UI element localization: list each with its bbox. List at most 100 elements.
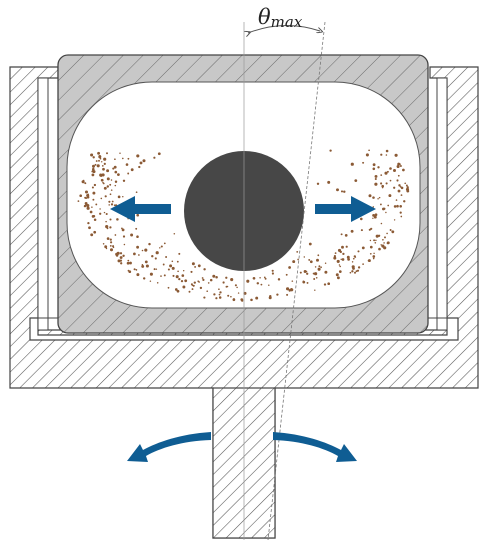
particle [264,277,267,280]
left-wall-gap [37,77,49,331]
particle [296,251,299,253]
particle [314,289,316,291]
particle [277,278,281,281]
particle [77,200,80,202]
particle [104,245,108,249]
particle [207,282,210,284]
particle [318,265,321,268]
particle [351,261,354,263]
particle [252,276,256,280]
particle [105,247,108,250]
particle [286,293,289,296]
particle [372,163,376,167]
particle [91,170,94,173]
particle [99,212,102,215]
particle [372,196,375,199]
particle [236,286,238,289]
particle [192,284,195,287]
particle [144,248,148,252]
particle [333,256,337,260]
particle [385,182,388,185]
particle [381,186,384,189]
particle [116,218,119,221]
particle [384,236,386,239]
particle [91,206,93,208]
particle [96,164,100,168]
particle [315,276,318,279]
particle [114,158,116,161]
particle [92,191,96,195]
particle [125,163,129,166]
particle [335,273,339,277]
particle [306,281,309,284]
particle [360,229,363,232]
particle [308,242,312,246]
particle [327,180,331,184]
particle [360,217,363,221]
particle [110,203,114,206]
particle [106,237,110,240]
particle [178,277,181,281]
particle [95,160,98,162]
particle [181,274,185,277]
particle [368,149,370,152]
particle [136,273,140,277]
particle [91,186,94,189]
particle [399,211,402,214]
particle [383,246,387,250]
particle [350,229,354,233]
particle [155,251,159,255]
particle [103,157,107,161]
particle [338,270,342,273]
particle [396,164,400,169]
particle [375,234,379,238]
particle [160,245,163,248]
particle [393,205,397,208]
particle [90,233,94,237]
particle [227,294,230,297]
particle [95,203,98,206]
particle [157,152,161,156]
particle [370,227,373,230]
particle [324,270,328,274]
particle [100,197,103,200]
particle [380,182,383,185]
particle-layer [77,149,410,302]
particle [105,220,107,223]
particle [151,255,154,258]
particle [169,264,173,268]
particle [255,296,259,300]
particle [108,200,111,203]
particle [193,281,196,284]
particle [98,155,102,159]
particle [312,272,315,275]
particle [316,258,319,262]
particle [149,272,153,276]
particle [171,266,175,270]
particle [114,180,118,183]
particle [92,167,95,170]
particle [377,197,379,200]
particle [91,173,95,177]
particle [354,179,358,182]
particle [191,288,194,291]
particle [336,188,339,192]
angle-label: θmax [258,5,303,31]
particle [126,261,130,265]
particle [93,183,97,187]
particle [341,258,345,261]
particle [396,204,399,208]
particle [314,272,318,276]
particle [288,266,291,269]
particle [405,184,408,187]
particle [184,279,188,283]
particle [91,153,93,156]
particle [343,190,346,193]
particle [353,271,357,274]
particle [212,274,216,278]
particle [317,267,321,271]
particle [155,268,158,270]
particle [176,260,179,263]
particle [112,167,115,170]
